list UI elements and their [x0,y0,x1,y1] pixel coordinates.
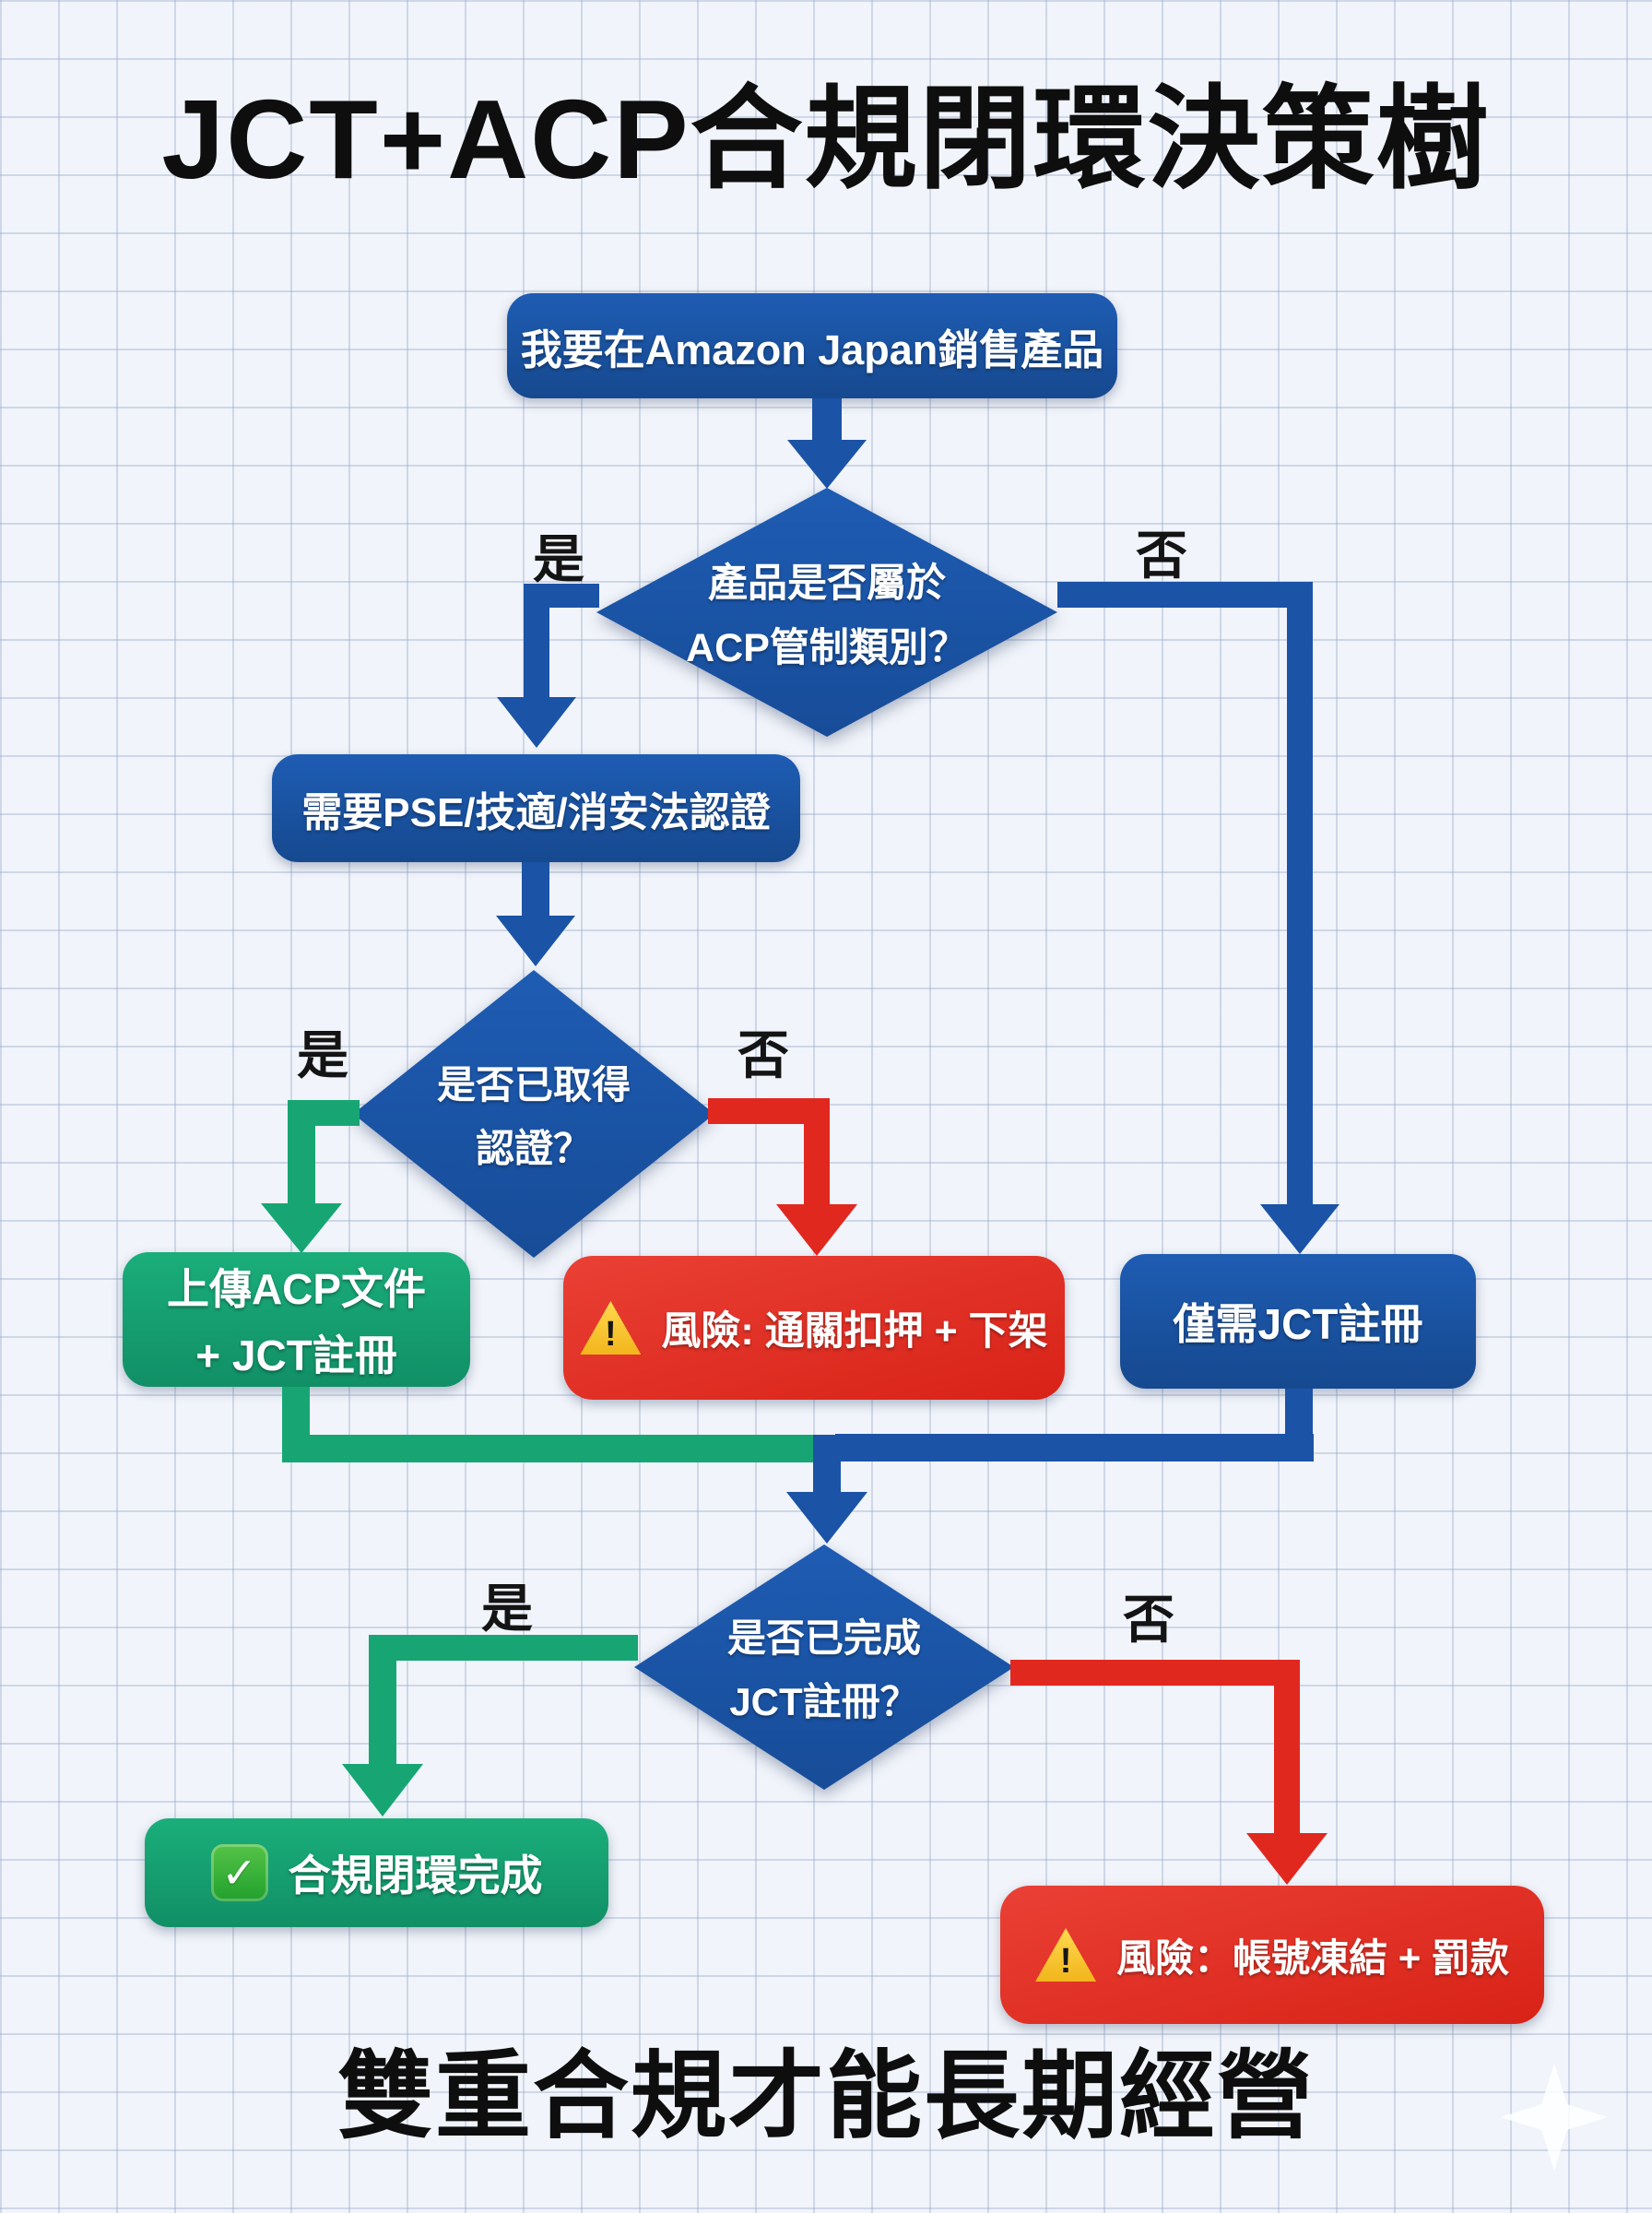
connector-segment [1010,1660,1300,1686]
arrowhead-down [497,697,576,748]
node-done-label: 合規閉環完成 [288,1852,543,1899]
node-jct-only: 僅需JCT註冊 [1120,1254,1476,1389]
check-icon [210,1844,268,1901]
node-q-cert-line2: 認證？ [475,1127,592,1170]
arrowhead-down [786,1492,867,1544]
connector-segment [522,862,549,917]
arrowhead-down [342,1764,423,1817]
warning-icon [1035,1928,1097,1982]
arrowhead-down [1246,1833,1328,1885]
node-q-acp-line1: 產品是否屬於 [708,562,946,606]
connector-segment [835,1434,1314,1462]
connector-segment [369,1635,638,1661]
arrowhead-down [776,1204,857,1256]
node-done: 合規閉環完成 [145,1818,608,1927]
edge-label-q-jct-yes: 是 [481,1580,533,1638]
diamond-shape: 是否已完成 JCT註冊？ [634,1544,1014,1790]
connector-segment [813,1435,841,1494]
connector-segment [369,1635,396,1766]
node-q-jct: 是否已完成 JCT註冊？ [634,1544,1014,1790]
page-title: JCT+ACP合規閉環決策樹 [161,77,1491,202]
edge-label-q-acp-yes: 是 [533,530,584,588]
arrowhead-down [496,916,575,966]
connector-segment [1274,1660,1300,1835]
node-risk-account: 風險：帳號凍結 + 罰款 [1000,1886,1544,2024]
node-risk-customs: 風險: 通關扣押 + 下架 [563,1256,1065,1400]
connector-segment [1057,582,1313,608]
connector-segment [524,584,549,698]
edge-label-q-cert-no: 否 [738,1026,789,1084]
warning-icon [580,1301,642,1355]
node-need-cert: 需要PSE/技適/消安法認證 [272,754,800,862]
diamond-shape: 產品是否屬於 ACP管制類別？ [596,488,1057,737]
edge-label-q-jct-no: 否 [1123,1591,1174,1649]
node-q-jct-line2: JCT註冊？ [729,1680,919,1723]
node-q-acp: 產品是否屬於 ACP管制類別？ [596,488,1057,737]
node-q-acp-line2: ACP管制類別？ [686,626,968,670]
node-upload-acp-line1: 上傳ACP文件 [166,1265,427,1313]
arrowhead-down [787,440,867,489]
node-risk-customs-label: 風險: 通關扣押 + 下架 [661,1309,1048,1354]
connector-segment [288,1100,315,1205]
connector-segment [1287,582,1313,1227]
node-q-cert: 是否已取得 認證？ [353,970,714,1258]
node-upload-acp: 上傳ACP文件 + JCT註冊 [123,1252,470,1387]
node-risk-account-label: 風險：帳號凍結 + 罰款 [1116,1935,1509,1980]
slogan-text: 雙重合規才能長期經營 [336,2043,1315,2150]
arrowhead-down [261,1203,342,1253]
node-q-cert-line1: 是否已取得 [436,1063,631,1106]
node-start-label: 我要在Amazon Japan銷售產品 [520,325,1104,373]
diamond-shape: 是否已取得 認證？ [353,970,714,1258]
node-need-cert-label: 需要PSE/技適/消安法認證 [301,789,771,835]
node-q-jct-line1: 是否已完成 [726,1616,921,1660]
connector-segment [804,1098,830,1205]
arrowhead-down [1260,1204,1339,1254]
node-start: 我要在Amazon Japan銷售產品 [507,293,1117,398]
edge-label-q-acp-no: 否 [1136,527,1187,585]
node-jct-only-label: 僅需JCT註冊 [1173,1300,1423,1348]
edge-label-q-cert-yes: 是 [297,1026,348,1084]
node-upload-acp-line2: + JCT註冊 [195,1331,397,1379]
connector-segment [812,398,842,442]
connector-segment [282,1435,835,1462]
